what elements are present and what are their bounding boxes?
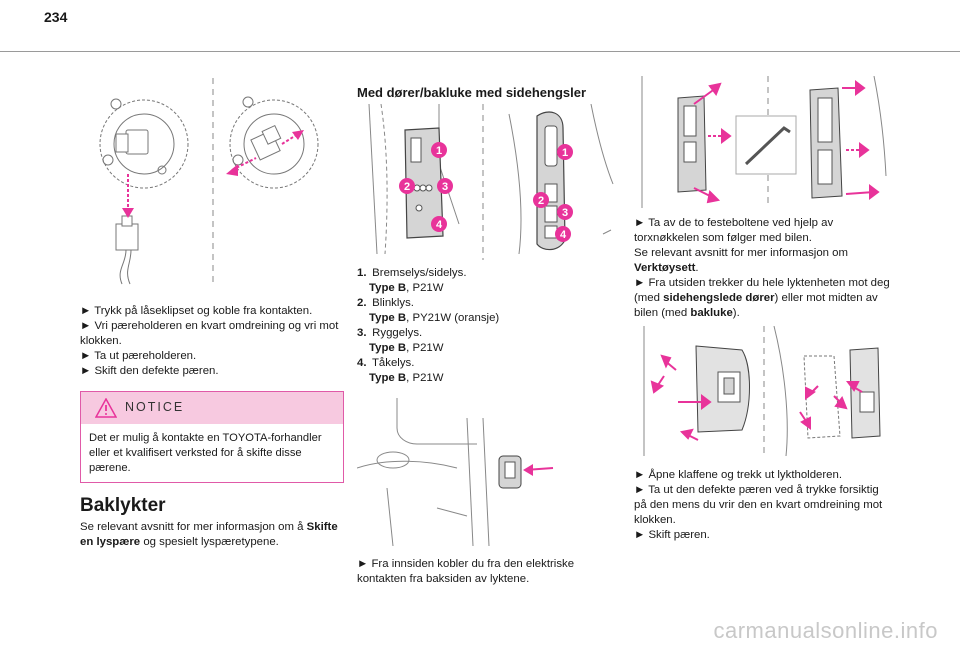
bulb-item-4: 4. Tåkelys. Type B, P21W — [357, 356, 607, 386]
bulb-list: 1. Bremselys/sidelys. Type B, P21W 2. Bl… — [357, 266, 607, 386]
bulb-step-2: ► Ta ut den defekte pæren ved å trykke f… — [634, 484, 883, 526]
callout-1-left — [431, 142, 447, 158]
interior-step: ► Fra innsiden kobler du fra den elektri… — [357, 558, 575, 585]
subsection-title: Med dører/bakluke med sidehengsler — [357, 85, 587, 100]
callout-2-left-label: 2 — [404, 181, 410, 193]
callout-3-left — [437, 178, 453, 194]
tool-reference: Se relevant avsnitt for mer informasjon … — [634, 246, 894, 276]
callout-1-right-label: 1 — [562, 147, 568, 159]
section-intro-link: Skifte en lyspære — [80, 521, 338, 548]
callout-3-right — [557, 204, 573, 220]
removal-step-2-post: ). — [732, 307, 740, 319]
bulb-number: 2. — [357, 297, 367, 309]
page-number: 234 — [44, 9, 68, 25]
bulb-type-value: , PY21W (oransje) — [406, 312, 500, 324]
bulb-type-label: Type B — [369, 342, 407, 354]
tool-reference-pre: Se relevant avsnitt for mer informasjon … — [634, 247, 848, 259]
bulb-name: Blinklys. — [372, 297, 414, 309]
bulb-item-3: 3. Ryggelys. Type B, P21W — [357, 326, 607, 356]
callout-4-right-label: 4 — [560, 229, 567, 241]
callout-3-left-label: 3 — [442, 181, 448, 193]
section-title: Baklykter — [80, 495, 166, 516]
rear-light-numbered-illustration: 1 2 3 4 1 2 3 4 — [359, 104, 617, 260]
notice-text: Det er mulig å kontakte en TOYOTA-forhan… — [89, 432, 322, 474]
bulb-type-value: , P21W — [406, 342, 444, 354]
tool-reference-post: . — [695, 262, 699, 274]
bulb-item-2: 2. Blinklys. Type B, PY21W (oransje) — [357, 296, 607, 326]
removal-instructions: ► Ta av de to festeboltene ved hjelp av … — [634, 216, 894, 321]
bulb-replacement-steps: ► Åpne klaffene og trekk ut lyktholderen… — [634, 468, 894, 543]
interior-connector-illustration — [357, 398, 557, 546]
bulb-number: 4. — [357, 357, 367, 369]
watermark: carmanualsonline.info — [713, 618, 938, 643]
callout-2-left — [399, 178, 415, 194]
removal-step-2: ► Fra utsiden trekker du hele lyktenhete… — [634, 276, 894, 321]
callout-4-left-label: 4 — [436, 219, 443, 231]
header-rule — [0, 51, 960, 52]
section-intro-pre: Se relevant avsnitt for mer informasjon … — [80, 521, 307, 533]
warning-icon — [95, 398, 117, 418]
bulb-type-label: Type B — [369, 372, 407, 384]
removal-step-2-pre: ► Fra utsiden trekker du hele lyktenhete… — [634, 277, 890, 304]
bulb-name: Bremselys/sidelys. — [372, 267, 467, 279]
bulb-number: 1. — [357, 267, 367, 279]
bulb-step-1: ► Åpne klaffene og trekk ut lyktholderen… — [634, 469, 842, 481]
torx-bolt-illustration — [634, 76, 890, 208]
callout-1-left-label: 1 — [436, 145, 442, 157]
callout-4-right — [555, 226, 571, 242]
bulb-item-1: 1. Bremselys/sidelys. Type B, P21W — [357, 266, 607, 296]
lamp-holder-illustration — [634, 326, 890, 456]
bulb-type-value: , P21W — [406, 372, 444, 384]
removal-step-2-bold2: bakluke — [690, 307, 733, 319]
removal-step-1: ► Ta av de to festeboltene ved hjelp av … — [634, 217, 834, 244]
bulb-type-value: , P21W — [406, 282, 444, 294]
bulb-name: Tåkelys. — [371, 357, 415, 369]
fog-light-steps: ► Trykk på låseklipset og koble fra kont… — [80, 304, 344, 379]
bulb-name: Ryggelys. — [372, 327, 423, 339]
step-2: ► Vri pæreholderen en kvart omdreining o… — [80, 320, 339, 347]
callout-3-right-label: 3 — [562, 207, 568, 219]
callout-2-right-label: 2 — [538, 195, 544, 207]
step-4: ► Skift den defekte pæren. — [80, 365, 219, 377]
callout-2-right — [533, 192, 549, 208]
tool-reference-bold: Verktøysett — [634, 262, 696, 274]
callout-1-right — [557, 144, 573, 160]
bulb-type-label: Type B — [369, 312, 407, 324]
step-3: ► Ta ut pæreholderen. — [80, 350, 197, 362]
notice-header: NOTICE — [81, 392, 343, 424]
bulb-step-3: ► Skift pæren. — [634, 529, 710, 541]
bulb-number: 3. — [357, 327, 367, 339]
notice-title: NOTICE — [125, 400, 185, 414]
fog-light-bulb-illustration — [86, 74, 342, 286]
section-intro-post: og spesielt lyspæretypene. — [140, 536, 279, 548]
step-1: ► Trykk på låseklipset og koble fra kont… — [80, 305, 313, 317]
bulb-type-label: Type B — [369, 282, 407, 294]
section-intro: Se relevant avsnitt for mer informasjon … — [80, 520, 344, 550]
removal-step-2-bold1: sidehengslede dører — [663, 292, 775, 304]
notice-box: NOTICE Det er mulig å kontakte en TOYOTA… — [80, 391, 344, 483]
callout-4-left — [431, 216, 447, 232]
removal-step-2-mid: ) eller mot midten av bilen (med — [634, 292, 878, 319]
